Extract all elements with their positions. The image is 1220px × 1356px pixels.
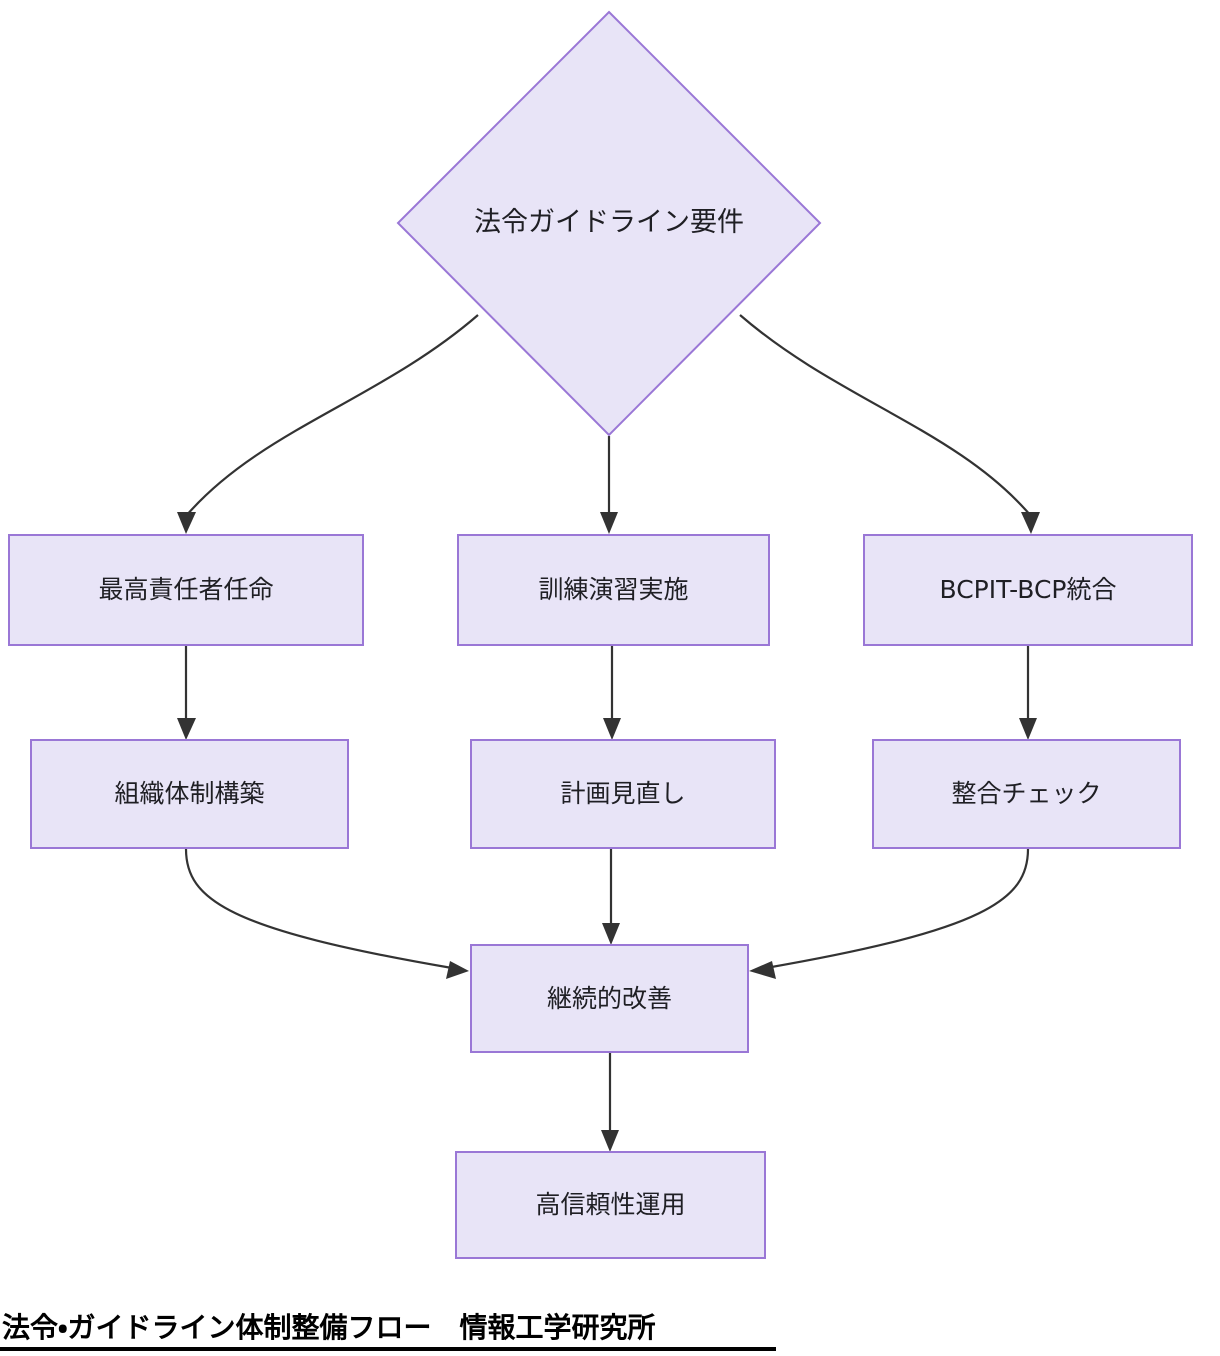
diagram-caption: 法令・ガイドライン体制整備フロー 情報工学研究所	[2, 1311, 656, 1344]
edge-bcp-integration-to-consistency-check	[1019, 646, 1037, 740]
caption-underline	[0, 1347, 776, 1351]
node-drills[interactable]	[457, 534, 770, 646]
edge-org-structure-to-continuous-improvement	[184, 848, 469, 979]
edge-requirements-to-drills	[600, 436, 618, 534]
node-consistency-check[interactable]	[872, 739, 1181, 849]
node-requirements[interactable]	[396, 10, 822, 437]
node-org-structure[interactable]	[30, 739, 349, 849]
node-reliable-operation[interactable]	[455, 1151, 766, 1259]
node-bcp-integration[interactable]	[863, 534, 1193, 646]
edge-drills-to-plan-review	[603, 646, 621, 740]
edge-appoint-officer-to-org-structure	[177, 646, 196, 740]
node-appoint-officer[interactable]	[8, 534, 364, 646]
edge-requirements-to-bcp-integration	[739, 314, 1040, 534]
edge-plan-review-to-continuous-improvement	[602, 849, 620, 945]
node-plan-review[interactable]	[470, 739, 776, 849]
edge-continuous-improvement-to-reliable-operation	[601, 1053, 619, 1152]
edge-requirements-to-appoint-officer	[177, 314, 479, 534]
node-continuous-improvement[interactable]	[470, 944, 749, 1053]
edge-consistency-check-to-continuous-improvement	[749, 848, 1030, 979]
